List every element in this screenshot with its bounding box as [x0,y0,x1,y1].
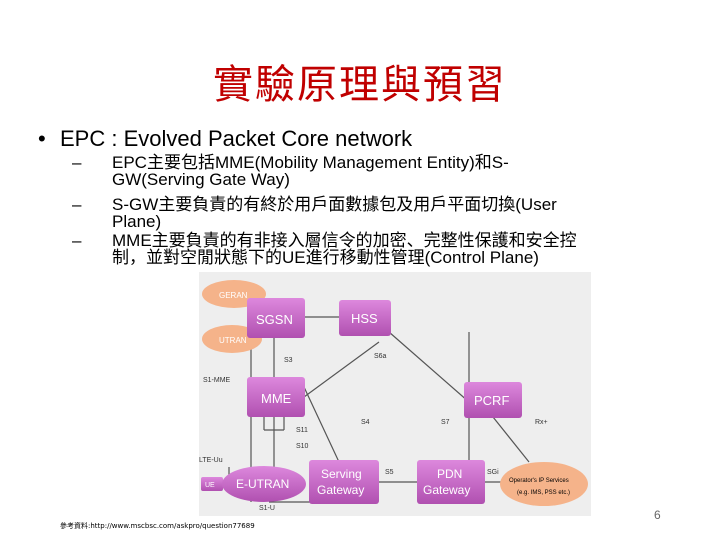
interface-label-rx: Rx+ [535,419,548,426]
hss-label: HSS [351,311,378,326]
ip-services-label-1: Operator's IP Services [509,478,569,484]
interface-label-s1-u: S1-U [259,505,275,512]
eutran-label: E-UTRAN [236,477,289,491]
interface-label-s3: S3 [284,357,293,364]
dash-marker: – [72,195,82,214]
pcrf-node [464,382,522,418]
serving-gateway-label-2: Gateway [317,483,364,497]
main-bullet: • EPC : Evolved Packet Core network [38,126,678,152]
sub-bullet-mme: – MME主要負責的有非接入層信令的加密、完整性保護和安全控 制，並對空閒狀態下… [72,232,672,266]
source-reference: 參考資料:http://www.mscbsc.com/askpro/questi… [60,522,255,530]
sub-bullet-line: GW(Serving Gate Way) [112,170,290,189]
interface-label-s11: S11 [296,427,308,434]
eutran-node [222,466,306,502]
hss-node [339,300,391,336]
mme-label: MME [261,391,292,406]
sgsn-node [247,298,305,338]
epc-architecture-diagram: GERAN UTRAN SGSN HSS MME PCRF UE E-UTRAN… [199,272,591,516]
pcrf-label: PCRF [474,393,509,408]
diagram-svg: GERAN UTRAN SGSN HSS MME PCRF UE E-UTRAN… [199,272,591,516]
interface-label-s5: S5 [385,469,394,476]
pdn-gateway-node [417,460,485,504]
ip-services-label-2: (e.g. IMS, PSS etc.) [517,490,570,496]
sub-bullet-line: Plane) [112,212,162,231]
serving-gateway-node [309,460,379,504]
page-number: 6 [654,508,661,522]
utran-label: UTRAN [219,336,247,345]
dash-marker: – [72,231,82,250]
sub-bullet-line: 制，並對空閒狀態下的UE進行移動性管理(Control Plane) [112,248,539,267]
main-bullet-text: EPC : Evolved Packet Core network [60,126,413,151]
ue-node [201,477,223,491]
interface-label-s1-mme: S1-MME [203,377,231,384]
sub-bullet-line: MME主要負責的有非接入層信令的加密、完整性保護和安全控 [112,231,577,250]
ue-label: UE [205,482,215,489]
sgsn-label: SGSN [256,312,293,327]
sub-bullet-line: EPC主要包括MME(Mobility Management Entity)和S… [112,153,509,172]
interface-label-s4: S4 [361,419,370,426]
interface-label-s6a: S6a [374,353,387,360]
serving-gateway-label-1: Serving [321,467,362,481]
interface-labels: S3 S6a S1-MME S4 S11 S10 S7 Rx+ LTE-Uu S… [199,353,548,512]
interface-label-lte-uu: LTE-Uu [199,457,223,464]
sub-bullet-epc: – EPC主要包括MME(Mobility Management Entity)… [72,154,672,188]
sub-bullet-sgw: – S-GW主要負責的有終於用戶面數據包及用戶平面切換(User Plane) [72,196,672,230]
bullet-marker: • [38,126,46,151]
sub-bullet-line: S-GW主要負責的有終於用戶面數據包及用戶平面切換(User [112,195,557,214]
interface-label-s7: S7 [441,419,450,426]
ip-services-cloud [500,462,588,506]
slide-title: 實驗原理與預習 [213,62,507,108]
pdn-gateway-label-1: PDN [437,467,462,481]
geran-label: GERAN [219,291,248,300]
pdn-gateway-label-2: Gateway [423,483,470,497]
interface-label-sgi: SGi [487,469,499,476]
interface-label-s10: S10 [296,443,309,450]
mme-node [247,377,305,417]
dash-marker: – [72,153,82,172]
